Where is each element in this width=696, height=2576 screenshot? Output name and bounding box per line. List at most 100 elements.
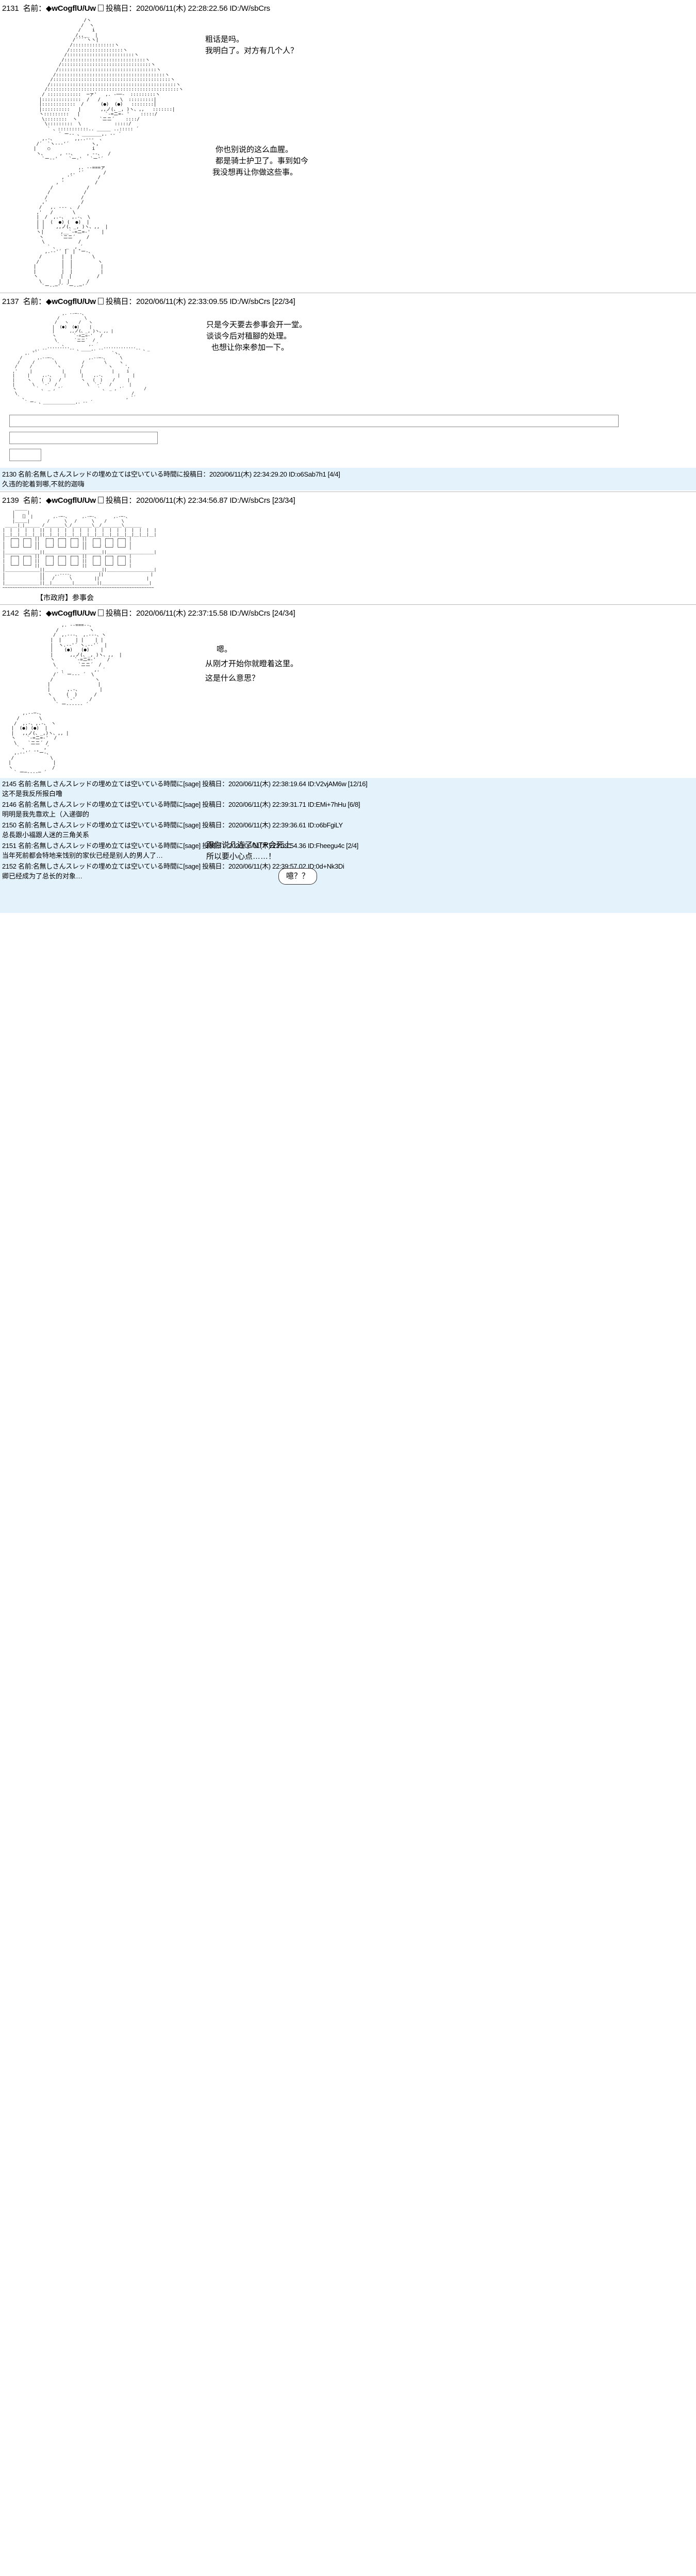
post-number: 2142 <box>2 609 19 618</box>
post-number: 2145 <box>2 780 16 788</box>
ascii-art-crowd: ,. -‐─‐-、 / \ / ヽ / ヽ | (●) (●) | | ,,ノ(… <box>12 311 150 404</box>
post-counter: [22/34] <box>272 297 295 307</box>
post-author[interactable]: 名無しさんスレッドの埋め立ては空いている時間に[sage] <box>32 862 201 871</box>
dialogue-line: 也想让你来参加一下。 <box>211 343 289 352</box>
dialogue-line: 我没想再让你做这些事。 <box>212 168 298 177</box>
post-author[interactable]: 名無しさんスレッドの埋め立ては空いている時間に[sage] <box>32 780 201 788</box>
post-number: 2150 <box>2 821 16 829</box>
post-uid: ID:/W/sbCrs <box>229 297 270 307</box>
date-label: 投稿日： <box>183 470 210 478</box>
post-date: 2020/06/11(木) 22:37:15.58 <box>136 609 228 618</box>
post-uid: ID:o6bFgiLY <box>307 821 343 829</box>
post-body: 总長跟小福跟人迷的三角关系 <box>2 831 90 839</box>
date-label: 投稿日： <box>202 821 228 829</box>
post-header: 2145 名前:名無しさんスレッドの埋め立ては空いている時間に[sage] 投稿… <box>2 779 696 789</box>
reply-box[interactable] <box>9 414 619 427</box>
date-label: 投稿日： <box>202 842 228 850</box>
dialogue-line: 粗话是吗。 <box>205 35 244 44</box>
post-uid: ID:0d+Nk3Di <box>307 862 344 871</box>
mail-box-icon <box>97 5 104 11</box>
dialogue-line: 嗯。 <box>217 645 233 654</box>
dialogue-line: 都是骑士护卫了。事到如今 <box>216 157 309 165</box>
footer-post-list: 2145 名前:名無しさんスレッドの埋め立ては空いている時間に[sage] 投稿… <box>0 778 696 913</box>
post-body: 这不是我反所报白噜 <box>2 790 63 798</box>
dialogue-line: 我明白了。对方有几个人？ <box>205 46 299 55</box>
post-body: 久违的驼着到哪,不就的迦嗨 <box>2 480 85 488</box>
footer-post-2151: 2151 名前:名無しさんスレッドの埋め立ては空いている時間に[sage] 投稿… <box>2 841 696 860</box>
post-date: 2020/06/11(木) 22:39:31.71 <box>228 801 306 809</box>
name-label: 名前: <box>18 842 33 850</box>
mail-box-icon <box>97 298 104 305</box>
post-uid: ID:V2vjAM6w <box>307 780 346 788</box>
name-label: 名前: <box>18 780 33 788</box>
post-counter: [23/34] <box>272 496 295 505</box>
post-number: 2151 <box>2 842 16 850</box>
reply-box-group <box>0 407 696 468</box>
post-author[interactable]: ◆wCogflU/Uw <box>45 496 96 505</box>
post-number: 2137 <box>2 297 19 307</box>
post-header: 2139 名前：◆wCogflU/Uw 投稿日：2020/06/11(木) 22:3… <box>0 492 696 509</box>
post-header: 2146 名前:名無しさんスレッドの埋め立ては空いている時間に[sage] 投稿… <box>2 800 696 809</box>
date-label: 投稿日： <box>202 801 228 809</box>
post-date: 2020/06/11(木) 22:39:54.36 <box>228 842 306 850</box>
post-number: 2146 <box>2 801 16 809</box>
post-author[interactable]: ◆wCogflU/Uw <box>45 4 96 13</box>
reply-box[interactable] <box>9 431 158 444</box>
name-label: 名前： <box>23 4 46 13</box>
name-label: 名前: <box>18 862 33 871</box>
name-label: 名前： <box>23 609 46 618</box>
footer-post-2152: 2152 名前:名無しさんスレッドの埋め立ては空いている時間に[sage] 投稿… <box>2 861 696 881</box>
post-date: 2020/06/11(木) 22:39:36.61 <box>228 821 306 829</box>
post-body: 当年死前都会特地来饯别的家伙已经是别人的男人了… <box>2 852 163 860</box>
post-header: 2130 名前:名無しさんスレッドの埋め立ては空いている時間に投稿日：2020/… <box>2 469 696 479</box>
dialogue-line: 你也别说的这么血腥。 <box>216 145 293 154</box>
post-author[interactable]: 名無しさんスレッドの埋め立ては空いている時間に[sage] <box>32 842 201 850</box>
name-label: 名前: <box>18 801 33 809</box>
date-label: 投稿日： <box>202 780 228 788</box>
ascii-art-pyramid: /ヽ / ヽ / i /,,__ | /´´´´ヽヽ| /:::::::::::… <box>34 18 184 162</box>
post-author[interactable]: ◆wCogflU/Uw <box>45 297 96 307</box>
post-header: 2151 名前:名無しさんスレッドの埋め立ては空いている時間に[sage] 投稿… <box>2 841 696 851</box>
post-author[interactable]: 名無しさんスレッドの埋め立ては空いている時間に <box>32 470 184 478</box>
speech-bubble: 噫？？ <box>278 868 318 885</box>
post-date: 2020/06/11(木) 22:34:29.20 <box>209 470 287 478</box>
date-label: 投稿日： <box>105 297 137 307</box>
dialogue-line: 只是今天要去参事会开一堂。 <box>206 320 307 330</box>
ascii-art-portrait: ,. -‐===‐-、 / ヽ / ,.-‐-、 ,.-‐-、ヽ | | | |… <box>47 623 122 707</box>
post-author[interactable]: ◆wCogflU/Uw <box>45 609 96 618</box>
post-date: 2020/06/11(木) 22:33:09.55 <box>136 297 228 307</box>
post-2137: 2137 名前：◆wCogflU/Uw 投稿日：2020/06/11(木) 22:3… <box>0 293 696 467</box>
mail-box-icon <box>97 609 104 617</box>
footer-post-2145: 2145 名前:名無しさんスレッドの埋め立ては空いている時間に[sage] 投稿… <box>2 779 696 799</box>
name-label: 名前： <box>23 297 46 307</box>
post-counter: [6/8] <box>347 801 360 809</box>
footer-post-2150: 2150 名前:名無しさんスレッドの埋め立ては空いている時間に[sage] 投稿… <box>2 820 696 840</box>
post-author[interactable]: 名無しさんスレッドの埋め立ては空いている時間に[sage] <box>32 821 201 829</box>
post-header: 2152 名前:名無しさんスレッドの埋め立ては空いている時間に[sage] 投稿… <box>2 861 696 871</box>
post-2130: 2130 名前:名無しさんスレッドの埋め立ては空いている時間に投稿日：2020/… <box>0 467 696 490</box>
ascii-art-face: ,. -‐===ァ ,. '´ / , '´ / , ' / / / / / <box>34 165 108 290</box>
post-header: 2137 名前：◆wCogflU/Uw 投稿日：2020/06/11(木) 22:3… <box>0 293 696 310</box>
post-counter: [2/4] <box>346 842 359 850</box>
dialogue-line: 所以要小心点……！ <box>206 852 276 861</box>
name-label: 名前: <box>18 470 33 478</box>
date-label: 投稿日： <box>105 496 137 505</box>
dialogue-line: 谈谈今后对稙腳的处理。 <box>206 332 292 341</box>
post-uid: ID:/W/sbCrs <box>229 4 270 13</box>
post-date: 2020/06/11(木) 22:38:19.64 <box>228 780 306 788</box>
post-date: 2020/06/11(木) 22:34:56.87 <box>136 496 228 505</box>
post-date: 2020/06/11(木) 22:28:22.56 <box>136 4 228 13</box>
footer-post-2146: 2146 名前:名無しさんスレッドの埋め立ては空いている時間に[sage] 投稿… <box>2 800 696 819</box>
post-author[interactable]: 名無しさんスレッドの埋め立ては空いている時間に[sage] <box>32 801 201 809</box>
name-label: 名前： <box>23 496 46 505</box>
name-label: 名前: <box>18 821 33 829</box>
dialogue-line: 从刚才开始你就瞪着这里。 <box>205 659 299 669</box>
post-number: 2130 <box>2 470 16 478</box>
post-number: 2139 <box>2 496 19 505</box>
reply-box[interactable] <box>9 448 41 461</box>
ascii-art-townhall: |￣￣￣| | ［］ | ,.-─-、 ,.-─-、 ,.-─-、 |＿＿＿| … <box>2 510 157 590</box>
